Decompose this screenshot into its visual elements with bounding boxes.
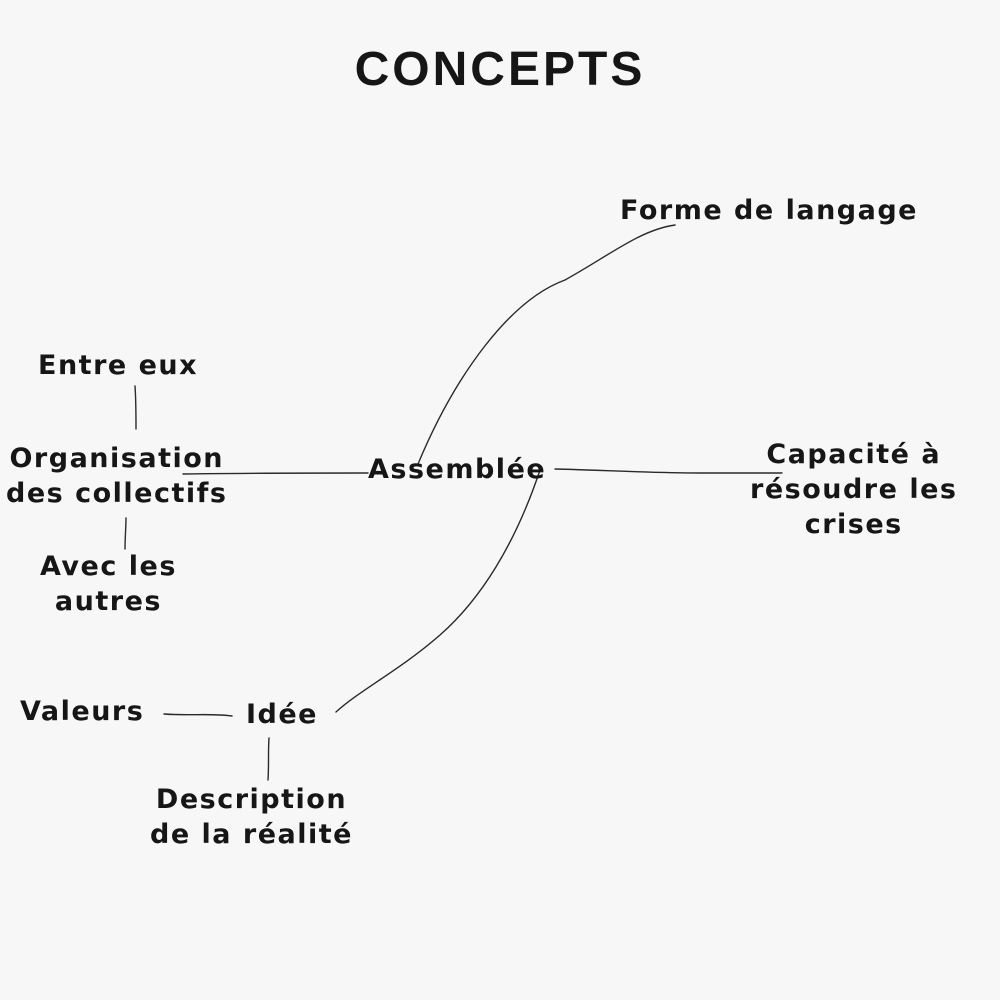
node-organisation-des-collectifs: Organisation des collectifs: [6, 443, 228, 509]
link-idee-description: [267, 737, 270, 781]
link-organisation-assemblee: [182, 472, 369, 475]
node-assemblee: Assemblée: [368, 454, 547, 485]
node-idee: Idée: [246, 699, 318, 730]
node-entre-eux: Entre eux: [38, 350, 199, 381]
link-assemblee-idee: [335, 469, 541, 713]
diagram-title: CONCEPTS: [354, 43, 646, 96]
node-valeurs: Valeurs: [20, 696, 145, 727]
node-capacite-resoudre-crises: Capacité à résoudre les crises: [750, 439, 958, 540]
link-assemblee-forme-de-langage: [417, 224, 676, 465]
node-forme-de-langage: Forme de langage: [620, 195, 918, 226]
link-organisation-entre-eux: [134, 385, 137, 430]
link-assemblee-capacite: [554, 468, 783, 474]
node-avec-les-autres: Avec les autres: [40, 551, 177, 617]
link-idee-valeurs: [163, 713, 233, 717]
node-description-de-la-realite: Description de la réalité: [150, 784, 353, 850]
link-organisation-avec-les-autres: [124, 517, 127, 550]
